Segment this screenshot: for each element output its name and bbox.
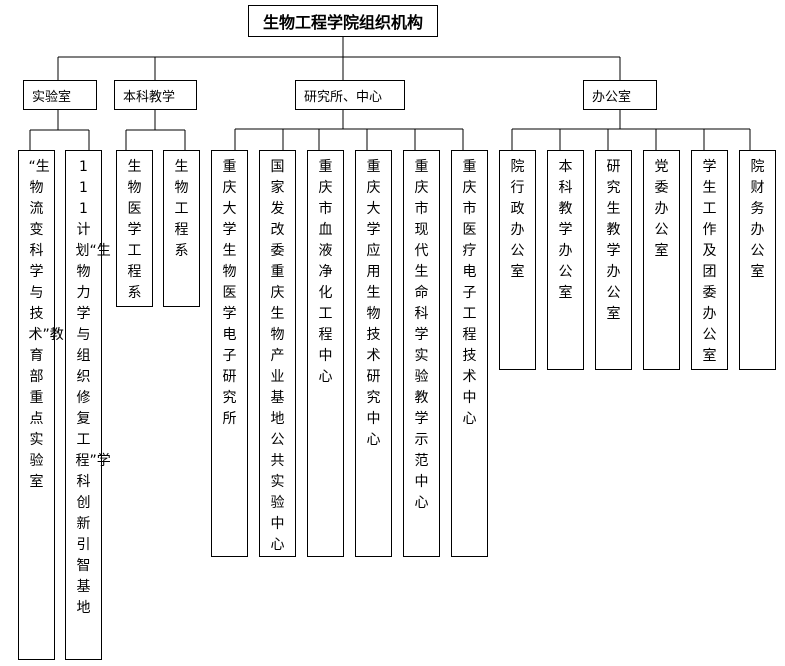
- group-label: 研究所、中心: [304, 89, 383, 105]
- group-label: 本科教学: [123, 89, 176, 105]
- node-label: 重庆市血液净化工程中心: [318, 159, 333, 385]
- group-lab: 实验室: [23, 80, 97, 110]
- node-label: 党委办公室: [654, 159, 669, 259]
- group-institutes: 研究所、中心: [295, 80, 405, 110]
- institute-node: 重庆大学生物医学电子研究所: [211, 150, 248, 557]
- node-label: 111计划“生物力学与组织修复工程”学科创新引智基地: [75, 159, 111, 616]
- node-label: 生物工程系: [174, 159, 189, 259]
- group-label: 实验室: [32, 89, 72, 105]
- node-label: “生物流变科学与技术”教育部重点实验室: [28, 159, 64, 490]
- group-offices: 办公室: [583, 80, 657, 110]
- office-node: 院财务办公室: [739, 150, 776, 370]
- node-label: 生物医学工程系: [127, 159, 142, 301]
- office-node: 本科教学办公室: [547, 150, 584, 370]
- institute-node: 重庆市血液净化工程中心: [307, 150, 344, 557]
- node-label: 本科教学办公室: [558, 159, 573, 301]
- institute-node: 重庆市现代生命科学实验教学示范中心: [403, 150, 440, 557]
- lab-node: 111计划“生物力学与组织修复工程”学科创新引智基地: [65, 150, 111, 660]
- node-label: 重庆市医疗电子工程技术中心: [462, 159, 477, 427]
- office-node: 学生工作及团委办公室: [691, 150, 728, 370]
- root-node: 生物工程学院组织机构: [248, 5, 438, 37]
- office-node: 党委办公室: [643, 150, 680, 370]
- node-label: 国家发改委重庆生物产业基地公共实验中心: [270, 159, 285, 553]
- node-label: 重庆市现代生命科学实验教学示范中心: [414, 159, 429, 511]
- group-undergrad: 本科教学: [114, 80, 197, 110]
- node-label: 重庆大学应用生物技术研究中心: [366, 159, 381, 448]
- department-node: 生物工程系: [163, 150, 200, 307]
- node-label: 院行政办公室: [510, 159, 525, 280]
- office-node: 院行政办公室: [499, 150, 536, 370]
- institute-node: 重庆市医疗电子工程技术中心: [451, 150, 488, 557]
- institute-node: 国家发改委重庆生物产业基地公共实验中心: [259, 150, 296, 557]
- group-label: 办公室: [592, 89, 632, 105]
- office-node: 研究生教学办公室: [595, 150, 632, 370]
- institute-node: 重庆大学应用生物技术研究中心: [355, 150, 392, 557]
- node-label: 学生工作及团委办公室: [702, 159, 717, 364]
- lab-node: “生物流变科学与技术”教育部重点实验室: [18, 150, 64, 660]
- node-label: 重庆大学生物医学电子研究所: [222, 159, 237, 427]
- node-label: 院财务办公室: [750, 159, 765, 280]
- department-node: 生物医学工程系: [116, 150, 153, 307]
- root-label: 生物工程学院组织机构: [262, 13, 423, 32]
- node-label: 研究生教学办公室: [606, 159, 621, 322]
